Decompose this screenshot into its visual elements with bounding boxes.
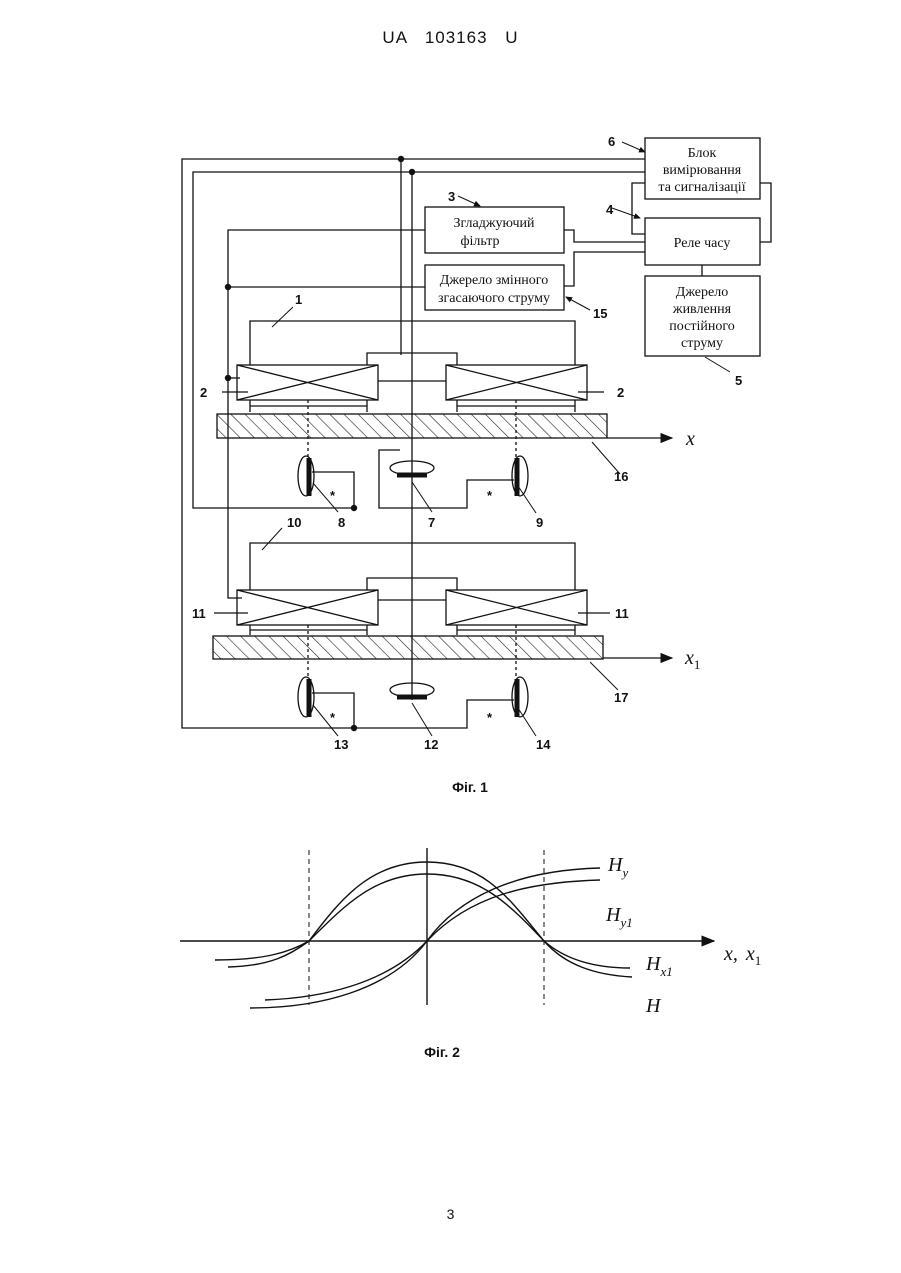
curve-hx1	[265, 880, 600, 1000]
figure-2-caption: Фіг. 2	[424, 1044, 460, 1060]
label-1: 1	[295, 292, 302, 307]
curve-label-h: H	[645, 995, 662, 1017]
dc-source-line2: живлення	[672, 302, 732, 317]
curve-hy1	[215, 874, 630, 968]
axis-x-label: x	[685, 428, 695, 450]
svg-text:*: *	[487, 710, 493, 725]
relay-label: Реле часу	[674, 236, 731, 251]
curve-h	[250, 868, 600, 1008]
label-8: 8	[338, 515, 345, 530]
ac-source-line1: Джерело змінного	[440, 273, 548, 288]
sheet-17	[213, 636, 603, 659]
figure-2	[180, 848, 714, 1008]
label-14: 14	[536, 737, 551, 752]
label-9: 9	[536, 515, 543, 530]
measurement-block-line2: вимірювання	[663, 163, 742, 178]
label-17: 17	[614, 690, 628, 705]
filter-block-line1: Згладжуючий	[454, 216, 536, 231]
dc-source-line4: струму	[681, 336, 723, 351]
label-12: 12	[424, 737, 438, 752]
dc-source-line1: Джерело	[676, 285, 728, 300]
label-5: 5	[735, 373, 742, 388]
label-11-right: 11	[615, 606, 629, 621]
axis-x1-label: x1	[684, 647, 700, 672]
figure-2-labels: Hy Hy1 Hx1 H x,x1	[605, 854, 761, 1017]
curve-hy	[228, 862, 632, 977]
svg-text:*: *	[487, 488, 493, 503]
measurement-block-line3: та сигналізації	[658, 180, 745, 195]
curve-label-hy1: Hy1	[605, 904, 633, 930]
ac-source-line2: згасаючого струму	[438, 291, 550, 306]
label-13: 13	[334, 737, 348, 752]
label-4: 4	[606, 202, 614, 217]
label-11-left: 11	[192, 606, 206, 621]
block-texts: Блок вимірювання та сигналізації Згладжу…	[438, 146, 746, 351]
svg-text:*: *	[330, 710, 336, 725]
label-10: 10	[287, 515, 301, 530]
svg-text:*: *	[330, 488, 336, 503]
filter-block-line2: фільтр	[460, 234, 499, 249]
figure-1-caption: Фіг. 1	[452, 779, 488, 795]
measurement-block-line1: Блок	[688, 146, 717, 161]
sheet-16	[217, 414, 607, 438]
curve-label-hx1: Hx1	[645, 953, 673, 979]
label-2-right: 2	[617, 385, 624, 400]
label-3: 3	[448, 189, 455, 204]
dc-source-line3: постійного	[669, 319, 734, 334]
fig2-axis-label: x,x1	[723, 943, 761, 968]
curve-label-hy: Hy	[607, 854, 628, 880]
label-16: 16	[614, 469, 628, 484]
label-15: 15	[593, 306, 607, 321]
label-6: 6	[608, 134, 615, 149]
label-2-left: 2	[200, 385, 207, 400]
page-number: 3	[0, 1206, 901, 1222]
label-7: 7	[428, 515, 435, 530]
